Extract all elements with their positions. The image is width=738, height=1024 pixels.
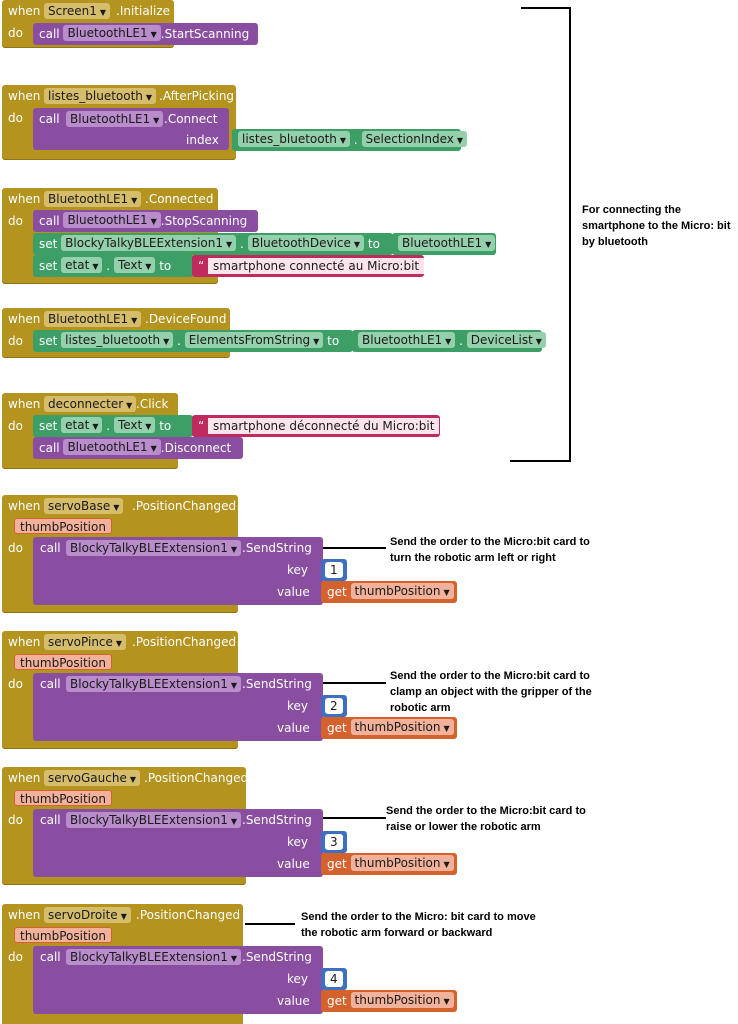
key-label: key: [287, 972, 309, 986]
set-etat-text[interactable]: set etat▼ . Text▼ to: [33, 415, 193, 437]
math-number-block[interactable]: 2: [321, 695, 347, 717]
index-label: index: [186, 133, 219, 147]
note-servo3: Send the order to the Micro:bit card to …: [386, 805, 586, 833]
param-thumbposition[interactable]: thumbPosition: [14, 518, 112, 534]
event-name: .AfterPicking: [159, 89, 235, 103]
param-thumbposition[interactable]: thumbPosition: [14, 654, 112, 670]
set-blockytalky-bluetoothdevice[interactable]: set BlockyTalkyBLEExtension1▼ . Bluetoot…: [33, 233, 393, 255]
text-string-disconnected[interactable]: “ smartphone déconnecté du Micro:bit ”: [192, 415, 449, 437]
do-label: do: [8, 111, 23, 125]
annotation-line: [245, 923, 295, 925]
annotation-line: [323, 547, 386, 549]
call-bluetoothle1-startscanning[interactable]: call BluetoothLE1▼.StartScanning: [33, 23, 258, 45]
event-name: .Initialize: [116, 4, 171, 18]
text-string-connected[interactable]: “ smartphone connecté au Micro:bit ”: [192, 255, 434, 277]
component-dropdown[interactable]: servoPince▼: [44, 634, 127, 650]
component-dropdown[interactable]: BluetoothLE1▼: [44, 191, 142, 207]
component-dropdown[interactable]: Screen1▼: [44, 3, 111, 19]
event-name: .PositionChanged: [132, 499, 237, 513]
do-label: do: [8, 26, 23, 40]
get-thumbposition[interactable]: get thumbPosition▼: [321, 581, 457, 603]
bracket-bottom: [510, 460, 571, 462]
value-label: value: [277, 585, 310, 599]
bracket-vertical: [569, 7, 571, 462]
set-listes-bluetooth-elementsfromstring[interactable]: set listes_bluetooth▼ . ElementsFromStri…: [33, 330, 353, 352]
call-bluetoothle1-stopscanning[interactable]: call BluetoothLE1▼.StopScanning: [33, 210, 258, 232]
param-thumbposition[interactable]: thumbPosition: [14, 927, 112, 943]
value-label: value: [277, 994, 310, 1008]
value-label: value: [277, 857, 310, 871]
param-thumbposition[interactable]: thumbPosition: [14, 790, 112, 806]
component-dropdown[interactable]: servoBase▼: [44, 498, 124, 514]
set-etat-text[interactable]: set etat▼ . Text▼ to: [33, 255, 193, 277]
value-label: value: [277, 721, 310, 735]
component-dropdown[interactable]: deconnecter▼: [44, 396, 137, 412]
call-bluetoothle1-disconnect[interactable]: call BluetoothLE1▼.Disconnect: [33, 437, 243, 459]
note-bluetooth: For connecting the smartphone to the Mic…: [582, 204, 731, 248]
component-dropdown[interactable]: servoDroite▼: [44, 907, 131, 923]
key-label: key: [287, 835, 309, 849]
note-servo1: Send the order to the Micro:bit card to …: [390, 536, 590, 564]
annotation-line: [323, 682, 386, 684]
math-number-block[interactable]: 3: [321, 831, 347, 853]
when-label: when: [8, 4, 41, 18]
event-name: .PositionChanged: [136, 908, 241, 922]
component-dropdown[interactable]: servoGauche▼: [44, 770, 141, 786]
key-label: key: [287, 699, 309, 713]
get-thumbposition[interactable]: get thumbPosition▼: [321, 990, 457, 1012]
bracket-top: [521, 7, 570, 9]
component-dropdown[interactable]: BluetoothLE1▼: [44, 311, 142, 327]
key-label: key: [287, 563, 309, 577]
note-servo4: Send the order to the Micro: bit card to…: [301, 911, 536, 939]
note-servo2: Send the order to the Micro:bit card to …: [390, 670, 592, 714]
get-listes-bluetooth-selectionindex[interactable]: listes_bluetooth▼ . SelectionIndex▼: [232, 129, 468, 151]
component-dropdown[interactable]: listes_bluetooth▼: [44, 88, 157, 104]
when-label: when: [8, 89, 41, 103]
get-thumbposition[interactable]: get thumbPosition▼: [321, 853, 457, 875]
math-number-block[interactable]: 4: [321, 968, 347, 990]
annotation-line: [323, 817, 386, 819]
get-bluetoothle1-devicelist[interactable]: BluetoothLE1▼ . DeviceList▼: [352, 330, 546, 352]
event-name: .PositionChanged: [144, 771, 249, 785]
math-number-block[interactable]: 1: [321, 559, 347, 581]
get-thumbposition[interactable]: get thumbPosition▼: [321, 717, 457, 739]
bluetoothle1-component-block[interactable]: BluetoothLE1▼: [392, 233, 496, 255]
event-name: .PositionChanged: [132, 635, 237, 649]
